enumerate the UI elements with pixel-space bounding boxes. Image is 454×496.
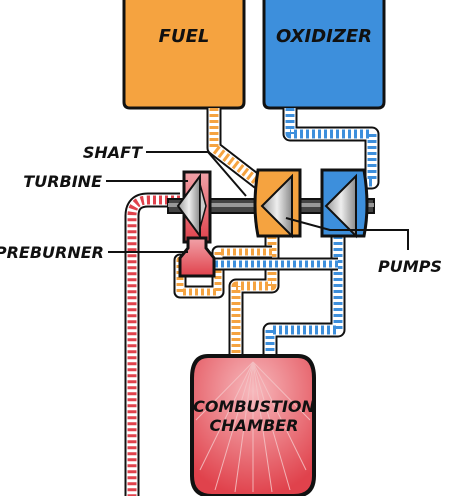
turbine-label: TURBINE <box>23 172 102 191</box>
chamber-label-line2: CHAMBER <box>210 416 299 435</box>
preburner-label: PREBURNER <box>0 243 104 262</box>
hot-gas-lines <box>124 192 180 496</box>
preburner <box>178 236 216 278</box>
turbine <box>176 170 212 244</box>
oxidizer-tank: OXIDIZER <box>262 0 386 110</box>
callout-lines <box>106 151 409 253</box>
fuel-pump <box>253 168 302 239</box>
pumps-callout-line <box>285 217 409 250</box>
chamber-label-line1: COMBUSTION <box>193 397 315 416</box>
shaft-label: SHAFT <box>83 143 143 162</box>
combustion-chamber: COMBUSTION CHAMBER <box>190 354 316 496</box>
shaft-callout-line <box>146 151 247 197</box>
oxidizer-pump <box>320 168 369 239</box>
oxidizer-label: OXIDIZER <box>276 26 372 47</box>
fuel-tank: FUEL <box>122 0 246 110</box>
fuel-label: FUEL <box>159 26 210 47</box>
pumps-label: PUMPS <box>378 257 442 276</box>
